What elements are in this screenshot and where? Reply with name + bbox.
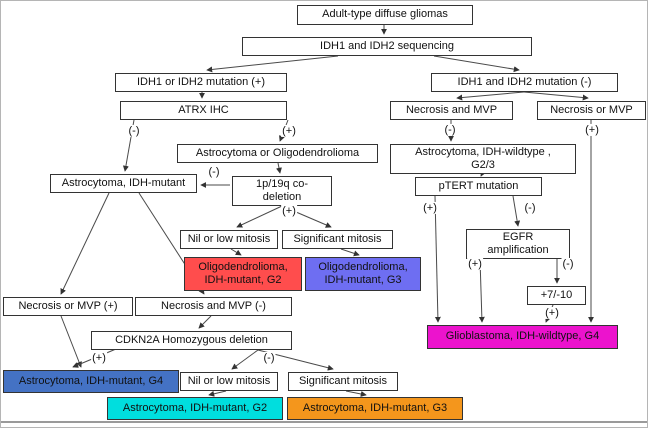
node-glioblastoma-idh-wildtype-g4: Glioblastoma, IDH-wildtype, G4 (427, 325, 618, 349)
node-astrocytoma-idh-mutant-g4: Astrocytoma, IDH-mutant, G4 (3, 370, 179, 393)
node-idh-sequencing: IDH1 and IDH2 sequencing (242, 37, 532, 56)
node-1p19q-codeletion: 1p/19q co- deletion (232, 176, 332, 206)
edge-label-atrx-positive: (+) (281, 124, 297, 138)
node-oligodendrolioma-idh-mutant-g2: Oligodendrolioma, IDH-mutant, G2 (184, 257, 302, 291)
edge-label-egfr-positive: (+) (467, 257, 483, 271)
node-significant-mitosis-oligo: Significant mitosis (282, 230, 393, 249)
edge-label-codeletion-negative: (-) (207, 165, 221, 179)
node-necrosis-and-mvp-negative: Necrosis and MVP (-) (135, 297, 292, 316)
node-astrocytoma-idh-mutant-g3: Astrocytoma, IDH-mutant, G3 (287, 397, 463, 420)
node-necrosis-or-mvp: Necrosis or MVP (537, 101, 646, 120)
node-plus7-minus10: +7/-10 (527, 286, 586, 305)
node-astrocytoma-or-oligodendrolioma: Astrocytoma or Oligodendrolioma (177, 144, 378, 163)
node-cdkn2a-homozygous-deletion: CDKN2A Homozygous deletion (91, 331, 292, 350)
node-astrocytoma-idh-mutant-g2: Astrocytoma, IDH-mutant, G2 (107, 397, 283, 420)
edge-label-cdkn2a-negative: (-) (262, 351, 276, 365)
bottom-divider (1, 421, 647, 423)
edge-label-cdkn2a-positive: (+) (91, 351, 107, 365)
edge-label-codeletion-positive: (+) (281, 204, 297, 218)
node-astrocytoma-idh-mutant: Astrocytoma, IDH-mutant (50, 174, 197, 193)
node-ptert-mutation: pTERT mutation (415, 177, 542, 196)
node-significant-mitosis-astro: Significant mitosis (288, 372, 398, 391)
node-idh-mutation-positive: IDH1 or IDH2 mutation (+) (115, 73, 287, 92)
node-necrosis-or-mvp-positive: Necrosis or MVP (+) (3, 297, 133, 316)
edge-label-ptert-negative: (-) (523, 201, 537, 215)
edge-label-necrosis-and-mvp-negative: (-) (443, 123, 457, 137)
node-atrx-ihc: ATRX IHC (120, 101, 287, 120)
edge-label-plus7-minus10-positive: (+) (544, 306, 560, 320)
node-oligodendrolioma-idh-mutant-g3: Oligodendrolioma, IDH-mutant, G3 (305, 257, 421, 291)
node-necrosis-and-mvp: Necrosis and MVP (390, 101, 513, 120)
node-nil-or-low-mitosis-astro: Nil or low mitosis (180, 372, 278, 391)
edge-label-ptert-positive: (+) (422, 201, 438, 215)
node-egfr-amplification: EGFR amplification (466, 229, 570, 259)
node-idh-mutation-negative: IDH1 and IDH2 mutation (-) (431, 73, 618, 92)
node-astrocytoma-idh-wildtype-g23: Astrocytoma, IDH-wildtype , G2/3 (390, 144, 576, 174)
node-nil-or-low-mitosis-oligo: Nil or low mitosis (180, 230, 278, 249)
edge-label-egfr-negative: (-) (561, 257, 575, 271)
edge-label-necrosis-or-mvp-positive: (+) (584, 123, 600, 137)
node-adult-type-diffuse-gliomas: Adult-type diffuse gliomas (297, 5, 473, 25)
edge-label-atrx-negative: (-) (127, 124, 141, 138)
